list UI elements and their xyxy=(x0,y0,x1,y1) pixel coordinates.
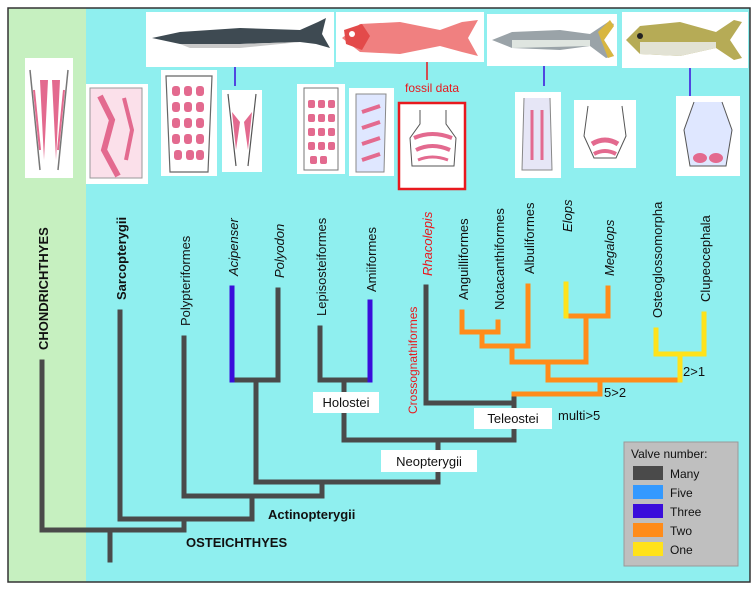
teleostei-label: Teleostei xyxy=(487,411,538,426)
taxon-anguilliformes: Anguilliformes xyxy=(456,218,471,300)
neopterygii-label: Neopterygii xyxy=(396,454,462,469)
amiiformes-valve-image xyxy=(349,88,394,176)
actinopterygii-label: Actinopterygii xyxy=(268,507,355,522)
tree-blue-branches xyxy=(229,285,373,383)
chondrichthyes-valve-image xyxy=(25,58,73,178)
tree-yellow-branches xyxy=(563,281,707,383)
albuliformes-valve-image xyxy=(515,92,561,178)
figure-frame xyxy=(7,7,751,583)
taxon-lepisosteiformes: Lepisosteiformes xyxy=(314,217,329,316)
osteichthyes-label: OSTEICHTHYES xyxy=(186,535,287,550)
tree-grey-branches xyxy=(39,284,517,563)
holostei-label: Holostei xyxy=(323,395,370,410)
rhacolepis-valve-image xyxy=(397,101,467,191)
taxon-osteoglossomorpha: Osteoglossomorpha xyxy=(650,201,665,318)
taxon-amiiformes: Amiiformes xyxy=(364,226,379,292)
neopterygii-clade: Neopterygii xyxy=(381,450,477,472)
taxon-notacanthiformes: Notacanthiformes xyxy=(492,208,507,310)
sturgeon-image xyxy=(146,12,334,86)
outgroup-label: CHONDRICHTHYES xyxy=(36,227,51,350)
acipenser-valve-image xyxy=(222,90,262,172)
lepisosteiformes-valve-image xyxy=(297,84,345,174)
jack-fish-image xyxy=(622,12,748,96)
fossil-data-label: fossil data xyxy=(405,81,459,95)
legend-label-five: Five xyxy=(670,486,693,500)
legend-label-two: Two xyxy=(670,524,692,538)
legend-swatch-three xyxy=(633,504,663,518)
taxon-elops: Elops xyxy=(560,199,575,232)
legend-label-many: Many xyxy=(670,467,699,481)
taxon-megalops: Megalops xyxy=(602,219,617,276)
bonefish-image xyxy=(487,14,617,86)
legend-label-three: Three xyxy=(670,505,702,519)
taxon-rhacolepis: Rhacolepis xyxy=(420,211,435,276)
holostei-clade: Holostei xyxy=(313,392,379,413)
taxon-sarcopterygii: Sarcopterygii xyxy=(114,217,129,300)
legend-swatch-five xyxy=(633,485,663,499)
polypteriformes-valve-image xyxy=(161,70,217,176)
taxon-crossognathiformes: Crossognathiformes xyxy=(406,307,420,414)
transition-5-to-2: 5>2 xyxy=(604,385,626,400)
elops-megalops-valve-image xyxy=(574,100,636,168)
transition-multi-to-5: multi>5 xyxy=(558,408,600,423)
fossil-fish-image xyxy=(336,12,484,80)
tree-orange-branches xyxy=(459,283,683,397)
sarcopterygii-valve-image xyxy=(86,84,148,184)
legend-swatch-many xyxy=(633,466,663,480)
taxon-clupeocephala: Clupeocephala xyxy=(698,214,713,302)
tree-grey-stems xyxy=(275,287,323,383)
legend-swatch-one xyxy=(633,542,663,556)
taxon-albuliformes: Albuliformes xyxy=(522,202,537,274)
taxon-polyodon: Polyodon xyxy=(272,224,287,278)
taxon-polypteriformes: Polypteriformes xyxy=(178,235,193,326)
teleostei-clade: Teleostei xyxy=(474,408,552,429)
legend-title: Valve number: xyxy=(631,447,707,461)
taxon-acipenser: Acipenser xyxy=(226,218,241,277)
transition-2-to-1: 2>1 xyxy=(683,364,705,379)
legend-swatch-two xyxy=(633,523,663,537)
legend-label-one: One xyxy=(670,543,693,557)
clupeocephala-valve-image xyxy=(676,96,740,176)
